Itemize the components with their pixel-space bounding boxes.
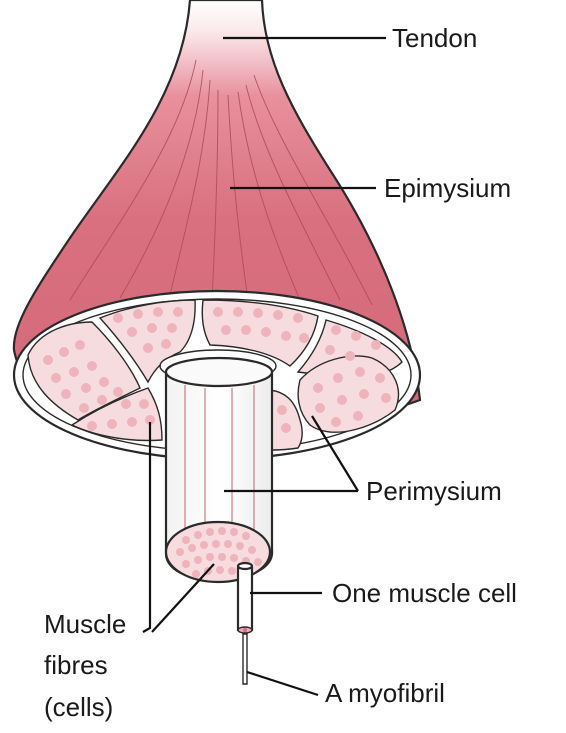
myofibril (243, 634, 247, 684)
label-muscle-fibres-line3: (cells) (44, 692, 113, 722)
label-myofibril: A myofibril (325, 678, 445, 708)
leader-myofibril (247, 672, 318, 695)
label-epimysium: Epimysium (384, 173, 511, 203)
muscle-cell (238, 563, 252, 633)
label-tendon: Tendon (392, 23, 477, 53)
label-perimysium: Perimysium (366, 476, 502, 506)
label-one-muscle-cell: One muscle cell (332, 578, 517, 608)
label-muscle-fibres-line1: Muscle (44, 609, 126, 639)
fascicle-cylinder (160, 350, 276, 582)
label-muscle-fibres-line2: fibres (44, 650, 108, 680)
